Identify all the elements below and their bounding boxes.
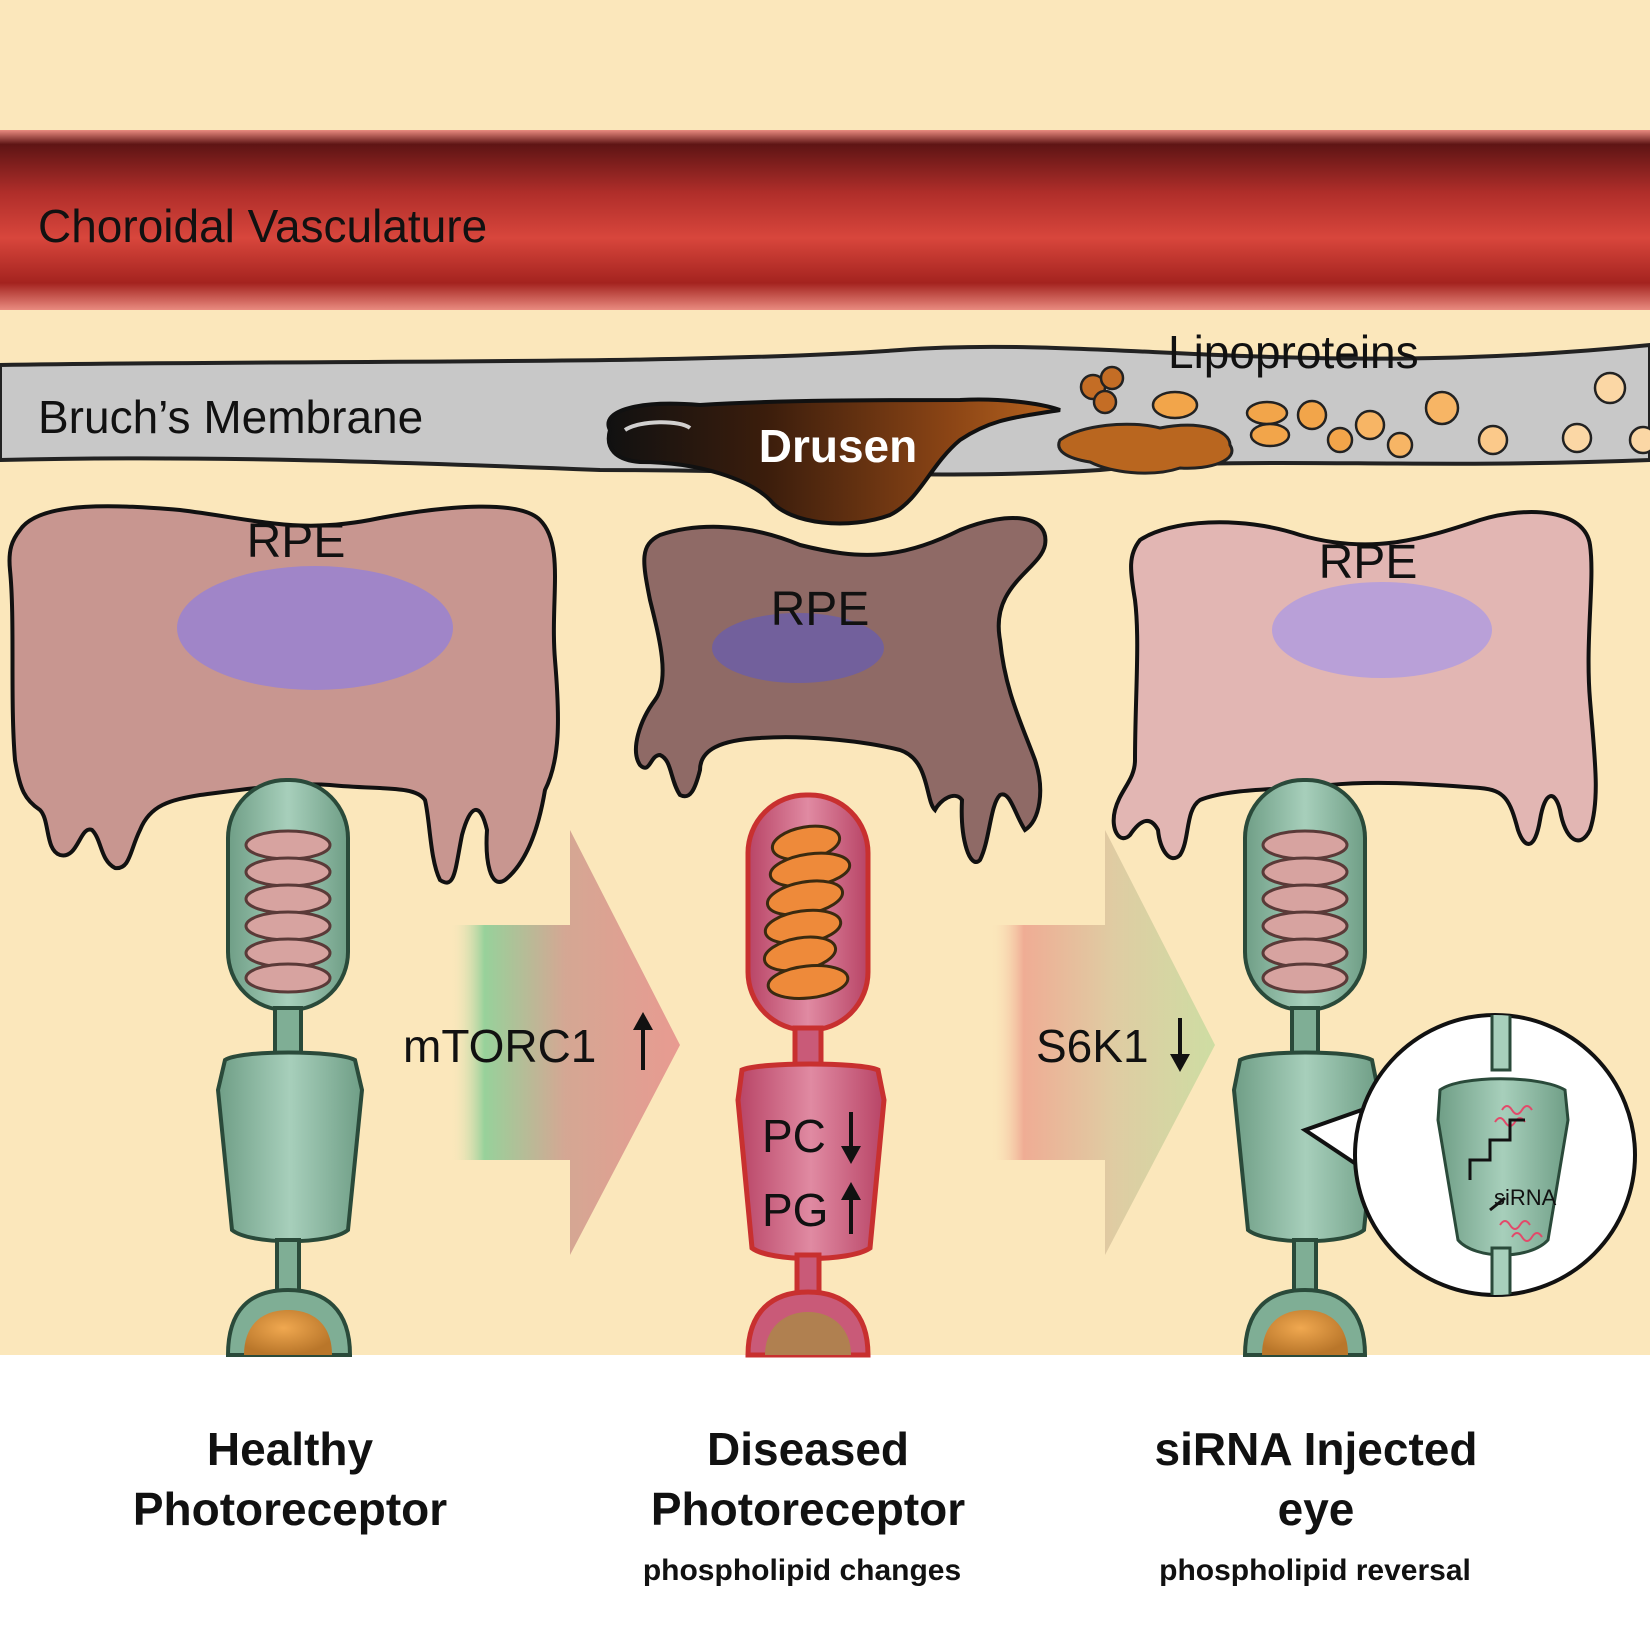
sirna-linker xyxy=(1468,1118,1525,1180)
lipoprotein-particle xyxy=(1386,431,1414,459)
caption-injected-line1: siRNA Injected xyxy=(1155,1423,1478,1475)
lipoprotein-particle xyxy=(1326,426,1354,454)
caption-healthy-line1: Healthy xyxy=(207,1423,374,1475)
sirna-strand xyxy=(1499,1220,1531,1230)
inner-segment xyxy=(215,1050,365,1244)
rpe-label-right: RPE xyxy=(1319,536,1418,589)
lipoprotein-particle xyxy=(1245,400,1289,426)
inner-segment xyxy=(735,1061,887,1261)
caption-healthy-line2: Photoreceptor xyxy=(133,1483,447,1535)
inner-segment xyxy=(1231,1050,1381,1244)
sirna-strand xyxy=(1511,1232,1543,1242)
choroidal-label: Choroidal Vasculature xyxy=(38,200,487,252)
lipoprotein-particle xyxy=(1628,425,1650,455)
outer-fiber xyxy=(1292,1238,1318,1297)
lipoprotein-particle xyxy=(1424,390,1460,426)
outer-fiber xyxy=(275,1238,301,1297)
lipoprotein-particle xyxy=(1151,390,1199,420)
rpe-cell-diseased xyxy=(634,516,1048,864)
down-arrow-icon xyxy=(841,1112,861,1164)
disc-stack xyxy=(244,829,332,994)
rpe-nucleus xyxy=(177,566,453,690)
rpe-cell-healthy xyxy=(7,504,560,885)
lipoprotein-particles xyxy=(1151,371,1650,459)
caption-diseased-line1: Diseased xyxy=(707,1423,909,1475)
disc-stack xyxy=(762,824,852,1000)
pc-label: PC xyxy=(762,1110,826,1162)
lipoprotein-aggregate xyxy=(1057,422,1234,475)
s6k1-label: S6K1 xyxy=(1036,1020,1149,1072)
sirna-zoom-callout: siRNA xyxy=(1300,1013,1637,1297)
sirna-label: siRNA xyxy=(1494,1185,1557,1210)
zoom-inner-segment xyxy=(1436,1077,1570,1257)
down-arrow-icon xyxy=(1170,1018,1190,1072)
rpe-nucleus xyxy=(1272,582,1492,678)
disc-stack xyxy=(1261,829,1349,994)
rpe-label-left: RPE xyxy=(247,515,346,568)
lipoprotein-particle xyxy=(1477,424,1509,456)
caption-injected-sub: phospholipid reversal xyxy=(1159,1554,1471,1587)
caption-diseased-line2: Photoreceptor xyxy=(651,1483,965,1535)
s6k1-arrow xyxy=(990,830,1215,1255)
lipoprotein-cluster-piece xyxy=(1092,389,1118,415)
drusen-label: Drusen xyxy=(759,420,917,472)
sirna-strand xyxy=(1501,1105,1533,1115)
outer-fiber xyxy=(794,1252,822,1298)
up-arrow-icon xyxy=(633,1012,653,1070)
caption-injected-line2: eye xyxy=(1278,1483,1355,1535)
bruchs-label: Bruch’s Membrane xyxy=(38,391,423,443)
rpe-nucleus xyxy=(712,613,884,683)
caption-background xyxy=(0,1355,1650,1650)
choroidal-vessel xyxy=(0,130,1650,310)
photoreceptor-diseased xyxy=(735,792,887,1358)
lipoprotein-particle xyxy=(1296,399,1328,431)
nucleus-ball xyxy=(765,1312,851,1355)
lipoprotein-particle xyxy=(1249,422,1291,448)
lipoprotein-particle xyxy=(1593,371,1627,405)
up-arrow-icon xyxy=(841,1182,861,1234)
nucleus-ball xyxy=(244,1310,332,1355)
lipoproteins-label: Lipoproteins xyxy=(1168,326,1419,378)
drusen-deposit xyxy=(606,397,1061,526)
rpe-label-middle: RPE xyxy=(771,583,870,636)
pg-label: PG xyxy=(762,1184,828,1236)
lipoprotein-particle xyxy=(1561,422,1593,454)
rpe-cell-treated xyxy=(1111,510,1598,861)
sirna-linker xyxy=(1489,1196,1506,1212)
lipoprotein-particle xyxy=(1354,409,1386,441)
nucleus-ball xyxy=(1262,1310,1348,1355)
photoreceptor-healthy xyxy=(215,778,365,1357)
mtorc1-label: mTORC1 xyxy=(403,1020,596,1072)
drusen-highlight xyxy=(623,420,692,432)
mtorc1-arrow xyxy=(450,830,680,1255)
lipoprotein-cluster-piece xyxy=(1099,365,1125,391)
photoreceptor-treated xyxy=(1231,778,1381,1357)
caption-diseased-sub: phospholipid changes xyxy=(643,1554,961,1587)
